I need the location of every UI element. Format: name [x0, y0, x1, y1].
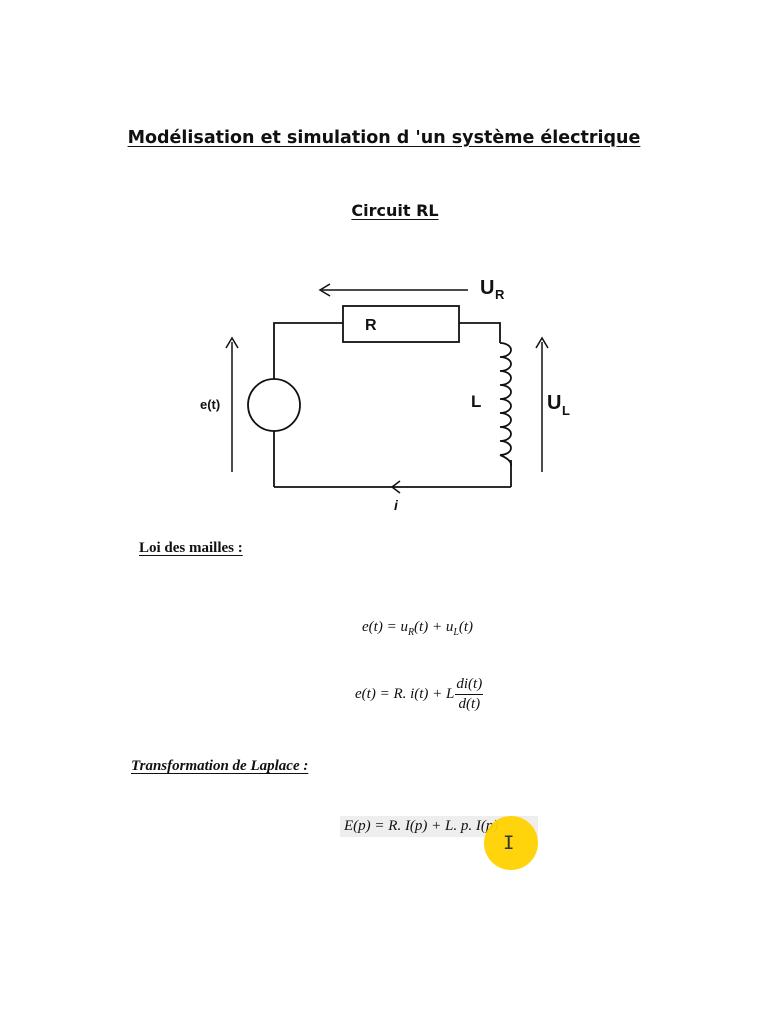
ur-subscript: R [495, 287, 505, 302]
top-left-wire [273, 322, 343, 380]
source-label: e(t) [200, 397, 220, 412]
derivative-fraction: di(t)d(t) [455, 676, 484, 712]
ur-label: U [480, 277, 494, 299]
top-right-wire [459, 322, 501, 343]
ur-arrowhead [318, 283, 331, 297]
mesh-law-heading: Loi des mailles : [139, 540, 243, 556]
inductor-coil [499, 342, 512, 456]
inductor-label: L [471, 392, 481, 411]
ul-label: U [547, 392, 561, 414]
ul-subscript: L [562, 403, 570, 418]
resistor [342, 305, 460, 343]
voltage-source [247, 378, 301, 432]
cursor-highlight [484, 816, 538, 870]
ul-arrowhead [535, 336, 549, 349]
section-subtitle: Circuit RL [351, 201, 439, 220]
equation-mesh-voltages: e(t) = uR(t) + uL(t) [362, 619, 474, 638]
inductor-tail [499, 454, 512, 467]
current-label: i [394, 497, 399, 513]
e-arrowhead [225, 336, 239, 349]
current-arrowhead [390, 480, 401, 494]
laplace-heading: Transformation de Laplace : [131, 758, 309, 774]
page-title: Modélisation et simulation d 'un système… [127, 128, 641, 148]
resistor-label: R [365, 317, 377, 334]
text-ibeam-cursor-icon: I [503, 832, 515, 854]
